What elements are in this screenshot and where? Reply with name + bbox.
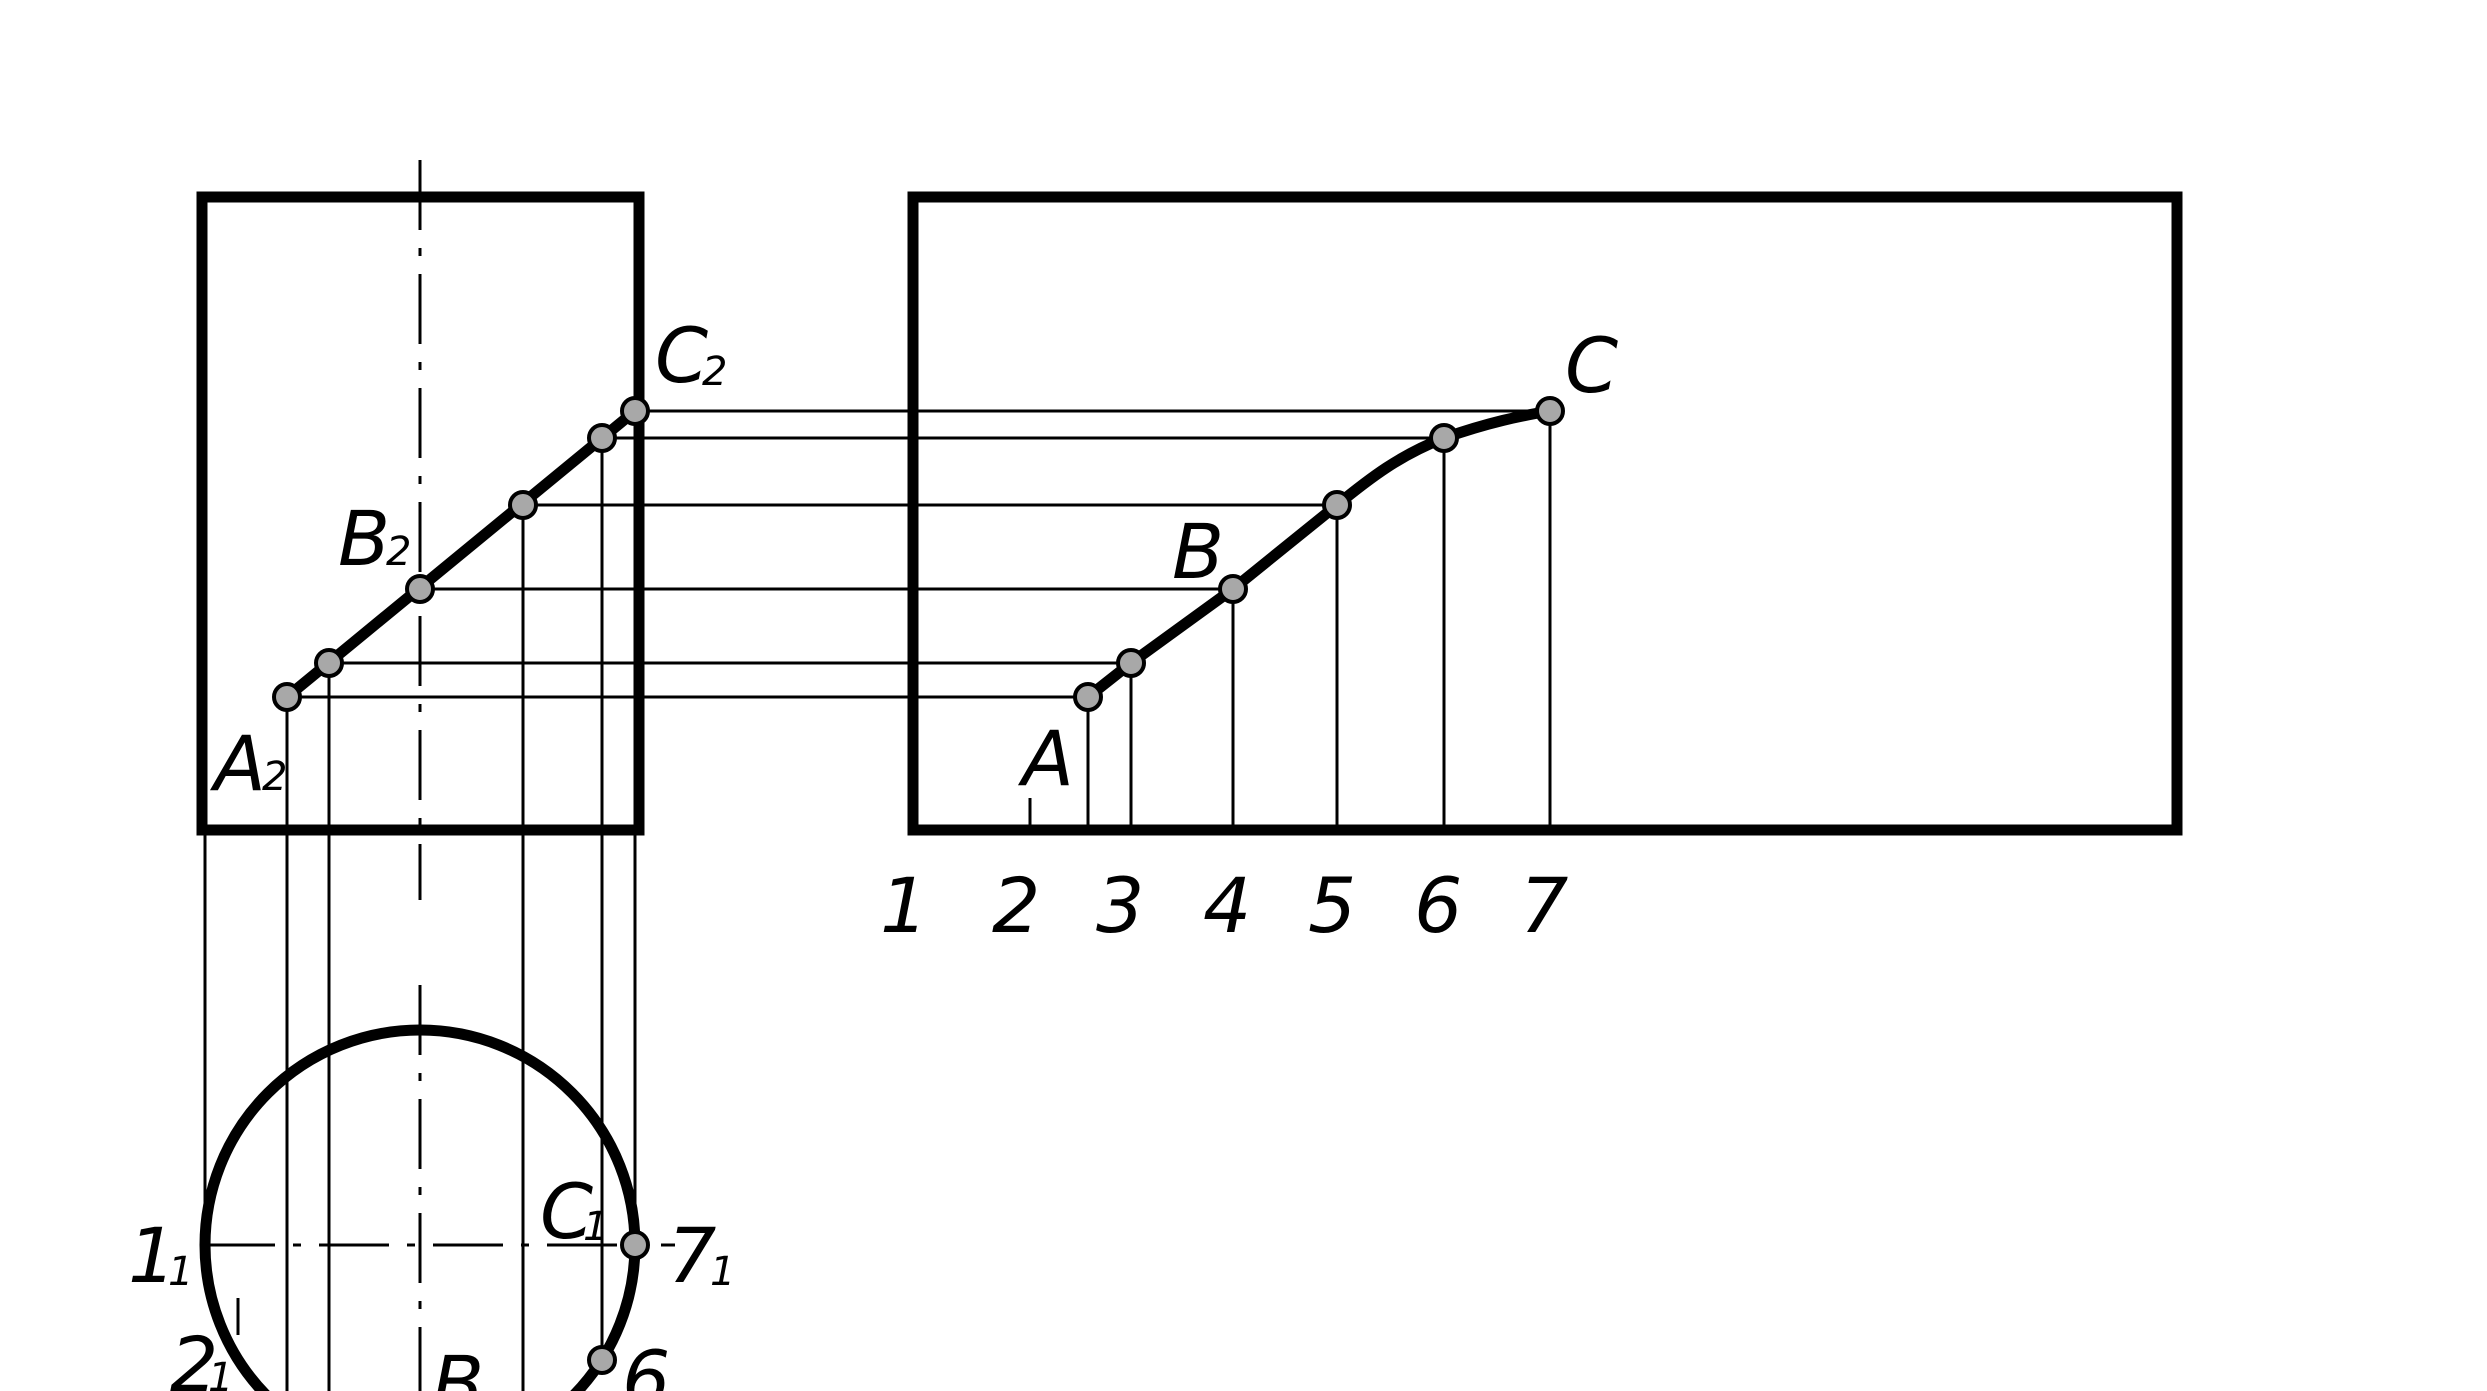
label-7-1: 7 <box>668 1211 716 1300</box>
point-7-1 <box>620 1230 650 1260</box>
scale-6: 6 <box>1414 861 1462 950</box>
label-a2: A <box>209 719 266 808</box>
scale-1: 1 <box>880 861 928 950</box>
point-c <box>1535 396 1565 426</box>
label-b1: B <box>432 1339 484 1391</box>
scale-3: 3 <box>1096 861 1144 950</box>
top-view-labels: C 1 1 1 7 1 2 1 B 6 <box>128 1167 735 1391</box>
scale-2: 2 <box>992 861 1040 950</box>
development-outline <box>907 191 2183 836</box>
label-6-1: 6 <box>622 1334 670 1391</box>
section-line <box>283 406 639 702</box>
label-2-1: 2 <box>170 1320 218 1391</box>
label-c1: C <box>540 1167 593 1256</box>
point-front-6 <box>587 423 617 453</box>
development-scale: 1 2 3 4 5 6 7 <box>880 861 1568 950</box>
point-a2 <box>272 682 302 712</box>
point-dev-6 <box>1429 423 1459 453</box>
point-dev-3 <box>1116 648 1146 678</box>
label-b: B <box>1172 507 1224 596</box>
point-front-2 <box>314 648 344 678</box>
development-labels: A B C <box>1017 321 1618 803</box>
label-1-1-sub: 1 <box>168 1249 193 1295</box>
label-c2-sub: 2 <box>702 349 727 395</box>
point-b <box>1218 574 1248 604</box>
label-c2: C <box>655 311 708 400</box>
label-c1-sub: 1 <box>583 1204 608 1250</box>
scale-5: 5 <box>1308 861 1356 950</box>
scale-7: 7 <box>1520 861 1568 950</box>
point-6-1 <box>587 1345 617 1375</box>
development-view <box>907 191 2183 836</box>
label-b2: B <box>338 494 390 583</box>
label-2-1-sub: 1 <box>208 1355 233 1391</box>
front-view-labels: A 2 B 2 C 2 <box>209 311 727 808</box>
section-curve <box>1084 405 1551 702</box>
top-view <box>199 985 675 1391</box>
label-1-1: 1 <box>128 1211 176 1300</box>
scale-4: 4 <box>1203 861 1251 950</box>
point-a <box>1073 682 1103 712</box>
label-a: A <box>1017 714 1074 803</box>
point-dev-5 <box>1322 490 1352 520</box>
point-c2 <box>620 396 650 426</box>
point-front-5 <box>508 490 538 520</box>
label-7-1-sub: 1 <box>710 1249 735 1295</box>
points <box>272 396 1565 1375</box>
label-a2-sub: 2 <box>262 754 287 800</box>
point-b2 <box>405 574 435 604</box>
label-c: C <box>1565 321 1618 410</box>
front-view <box>196 160 645 1391</box>
transfer-lines <box>287 409 1550 699</box>
label-b2-sub: 2 <box>386 529 411 575</box>
